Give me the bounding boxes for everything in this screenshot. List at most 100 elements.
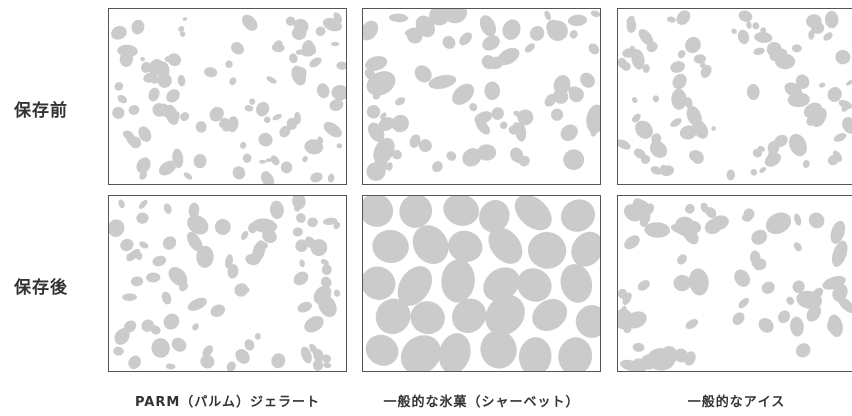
ice-crystal: [635, 200, 649, 214]
ice-crystal: [234, 283, 249, 297]
ice-crystal: [244, 339, 255, 351]
ice-crystal: [193, 154, 207, 169]
ice-crystal: [446, 151, 457, 161]
ice-crystal: [429, 9, 450, 26]
ice-crystal: [827, 154, 839, 166]
ice-crystal: [795, 74, 810, 89]
ice-crystal: [560, 124, 578, 142]
ice-crystal: [293, 18, 309, 34]
ice-crystal: [660, 346, 679, 365]
ice-crystal: [397, 266, 433, 306]
ice-crystal: [792, 280, 805, 293]
ice-crystal: [842, 117, 852, 134]
ice-crystal: [580, 72, 595, 88]
ice-crystal: [272, 113, 282, 121]
ice-crystal: [623, 325, 632, 334]
ice-crystal: [640, 154, 651, 165]
ice-crystal: [588, 43, 600, 55]
ice-crystal: [316, 83, 330, 99]
ice-crystal: [187, 297, 207, 311]
ice-crystal: [497, 47, 520, 66]
ice-crystal: [693, 54, 706, 64]
ice-crystal: [305, 236, 316, 249]
ice-crystal: [787, 92, 810, 108]
ice-crystal: [760, 27, 767, 34]
ice-crystal: [399, 196, 433, 228]
ice-crystal: [575, 305, 600, 338]
ice-crystal: [164, 104, 179, 126]
ice-crystal: [517, 109, 534, 126]
ice-crystal: [726, 169, 735, 181]
ice-crystal: [502, 19, 521, 40]
ice-crystal: [336, 143, 343, 149]
ice-crystal: [295, 67, 307, 79]
ice-crystal: [258, 159, 267, 164]
ice-crystal: [793, 242, 802, 252]
ice-crystal: [418, 139, 432, 153]
ice-crystal: [532, 299, 568, 332]
ice-crystal: [684, 97, 693, 109]
ice-crystal: [808, 212, 825, 229]
ice-crystal: [258, 132, 273, 147]
ice-crystal: [141, 319, 155, 332]
ice-crystal: [111, 26, 127, 40]
ice-crystal: [514, 196, 552, 231]
ice-crystal: [824, 10, 839, 29]
ice-crystal: [120, 238, 134, 252]
ice-crystals-icecream-after: [618, 198, 852, 371]
ice-crystal: [363, 266, 396, 300]
ice-crystal: [126, 133, 135, 146]
ice-crystal: [128, 355, 141, 370]
ice-crystal: [225, 254, 233, 269]
ice-crystal: [590, 128, 597, 137]
ice-crystal: [635, 120, 653, 139]
ice-crystal: [138, 199, 148, 209]
ice-crystal: [119, 51, 134, 67]
ice-crystal: [811, 107, 827, 128]
ice-crystal: [709, 215, 729, 231]
ice-crystal: [685, 36, 701, 54]
ice-crystal: [692, 119, 709, 139]
ice-crystal: [652, 95, 660, 103]
ice-crystal: [320, 259, 329, 266]
ice-crystal: [789, 133, 807, 157]
ice-crystal: [263, 116, 271, 124]
ice-crystal: [269, 200, 284, 220]
ice-crystal: [309, 343, 319, 355]
ice-crystal: [641, 354, 657, 370]
ice-crystal: [765, 212, 792, 235]
panel-parm-after: [108, 195, 347, 372]
ice-crystal: [152, 103, 167, 117]
ice-crystal: [366, 162, 386, 181]
ice-crystal: [517, 268, 552, 302]
ice-crystals-parm-after: [109, 196, 341, 371]
ice-crystal: [265, 158, 273, 163]
ice-crystal: [796, 290, 823, 309]
ice-crystal: [363, 196, 394, 227]
ice-crystal: [484, 81, 501, 101]
ice-crystal: [553, 88, 569, 104]
ice-crystal: [280, 161, 293, 174]
ice-crystal: [515, 122, 527, 142]
ice-crystal: [180, 112, 190, 122]
ice-crystal: [204, 67, 218, 78]
ice-crystal: [831, 240, 848, 267]
ice-crystal: [673, 274, 691, 292]
panel-sherbet-after: [362, 195, 601, 372]
ice-crystal: [666, 16, 676, 23]
ice-crystal: [297, 301, 312, 313]
ice-crystal: [769, 48, 788, 62]
ice-crystal: [631, 97, 638, 104]
ice-crystal: [571, 231, 600, 267]
ice-crystal: [529, 26, 545, 41]
ice-crystal: [156, 61, 170, 80]
ice-crystal: [331, 85, 346, 101]
ice-crystal: [373, 137, 395, 165]
ice-crystal: [677, 49, 686, 59]
ice-crystal: [244, 105, 254, 112]
ice-crystal: [625, 311, 647, 329]
ice-crystal: [480, 330, 517, 369]
ice-crystal: [746, 83, 760, 101]
ice-crystal: [632, 113, 641, 123]
ice-crystal: [672, 73, 687, 90]
